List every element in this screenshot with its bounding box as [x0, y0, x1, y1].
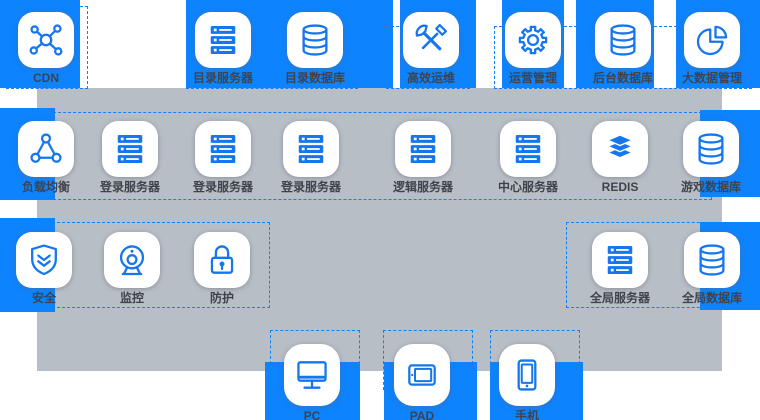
- node-card: [592, 121, 648, 177]
- node-card: [505, 12, 561, 68]
- load-balance-icon: [30, 133, 62, 163]
- node-label: 大数据管理: [681, 71, 742, 85]
- node-game-db: 游戏数据库: [661, 121, 760, 194]
- node-redis: REDIS: [570, 121, 670, 194]
- phone-icon: [517, 359, 537, 391]
- lock-icon: [210, 245, 234, 274]
- node-card: [683, 121, 739, 177]
- node-card: [500, 121, 556, 177]
- database-icon: [302, 24, 328, 56]
- node-backend-db: 后台数据库: [573, 12, 673, 85]
- node-label: CDN: [33, 71, 59, 85]
- node-op-mgmt: 运营管理: [483, 12, 583, 85]
- node-label: 运营管理: [508, 71, 557, 85]
- node-bigdata: 大数据管理: [662, 12, 760, 85]
- pie-chart-icon: [696, 25, 728, 56]
- server-icon: [607, 246, 633, 274]
- node-card: [595, 12, 651, 68]
- node-label: 安全: [31, 291, 56, 305]
- node-card: [16, 232, 72, 288]
- database-icon: [698, 133, 724, 165]
- node-phone: 手机: [477, 344, 577, 420]
- node-login-server-1: 登录服务器: [80, 121, 180, 194]
- node-card: [287, 12, 343, 68]
- node-label: 登录服务器: [192, 180, 253, 194]
- node-global-db: 全局数据库: [662, 232, 760, 305]
- node-card: [499, 344, 555, 406]
- node-cdn: CDN: [0, 12, 96, 85]
- node-card: [394, 344, 450, 406]
- node-load-balance: 负载均衡: [0, 121, 96, 194]
- node-label: 防护: [209, 291, 234, 305]
- node-label: REDIS: [601, 180, 639, 194]
- node-card: [102, 121, 158, 177]
- node-label: PC: [303, 409, 321, 420]
- node-dir-db: 目录数据库: [265, 12, 365, 85]
- server-icon: [298, 135, 324, 163]
- node-card: [195, 121, 251, 177]
- node-card: [195, 12, 251, 68]
- node-center-server: 中心服务器: [478, 121, 578, 194]
- node-card: [283, 121, 339, 177]
- database-icon: [610, 24, 636, 56]
- server-icon: [515, 135, 541, 163]
- node-label: 高效运维: [406, 71, 455, 85]
- node-card: [194, 232, 250, 288]
- node-card: [684, 12, 740, 68]
- tools-icon: [415, 23, 448, 51]
- node-ops: 高效运维: [381, 12, 481, 85]
- node-label: 目录数据库: [284, 71, 345, 85]
- tablet-icon: [408, 364, 436, 386]
- server-icon: [210, 135, 236, 163]
- node-login-server-2: 登录服务器: [173, 121, 273, 194]
- node-label: 全局服务器: [589, 291, 650, 305]
- node-security: 安全: [0, 232, 94, 305]
- shield-icon: [31, 244, 57, 276]
- network-icon: [29, 24, 63, 56]
- node-global-server: 全局服务器: [570, 232, 670, 305]
- node-protect: 防护: [172, 232, 272, 305]
- database-icon: [699, 244, 725, 276]
- node-pc: PC: [262, 344, 362, 420]
- node-label: 目录服务器: [192, 71, 253, 85]
- node-logic-server: 逻辑服务器: [373, 121, 473, 194]
- server-icon: [410, 135, 436, 163]
- node-login-server-3: 登录服务器: [261, 121, 361, 194]
- node-label: 全局数据库: [681, 291, 742, 305]
- node-label: PAD: [409, 409, 435, 420]
- monitor-icon: [297, 361, 327, 389]
- node-label: 登录服务器: [280, 180, 341, 194]
- node-label: 逻辑服务器: [392, 180, 453, 194]
- node-card: [284, 344, 340, 406]
- redis-layers-icon: [607, 134, 633, 159]
- node-pad: PAD: [372, 344, 472, 420]
- webcam-icon: [119, 245, 145, 276]
- node-label: 游戏数据库: [680, 180, 741, 194]
- node-monitor: 监控: [82, 232, 182, 305]
- node-label: 登录服务器: [99, 180, 160, 194]
- node-label: 负载均衡: [21, 180, 70, 194]
- node-card: [395, 121, 451, 177]
- node-card: [592, 232, 648, 288]
- node-card: [403, 12, 459, 68]
- server-icon: [210, 26, 236, 54]
- node-dir-server: 目录服务器: [173, 12, 273, 85]
- node-card: [18, 12, 74, 68]
- gear-icon: [518, 25, 548, 55]
- node-card: [18, 121, 74, 177]
- node-card: [104, 232, 160, 288]
- node-label: 后台数据库: [592, 71, 653, 85]
- node-card: [684, 232, 740, 288]
- node-label: 中心服务器: [497, 180, 558, 194]
- node-label: 手机: [514, 409, 539, 420]
- node-label: 监控: [119, 291, 144, 305]
- server-icon: [117, 135, 143, 163]
